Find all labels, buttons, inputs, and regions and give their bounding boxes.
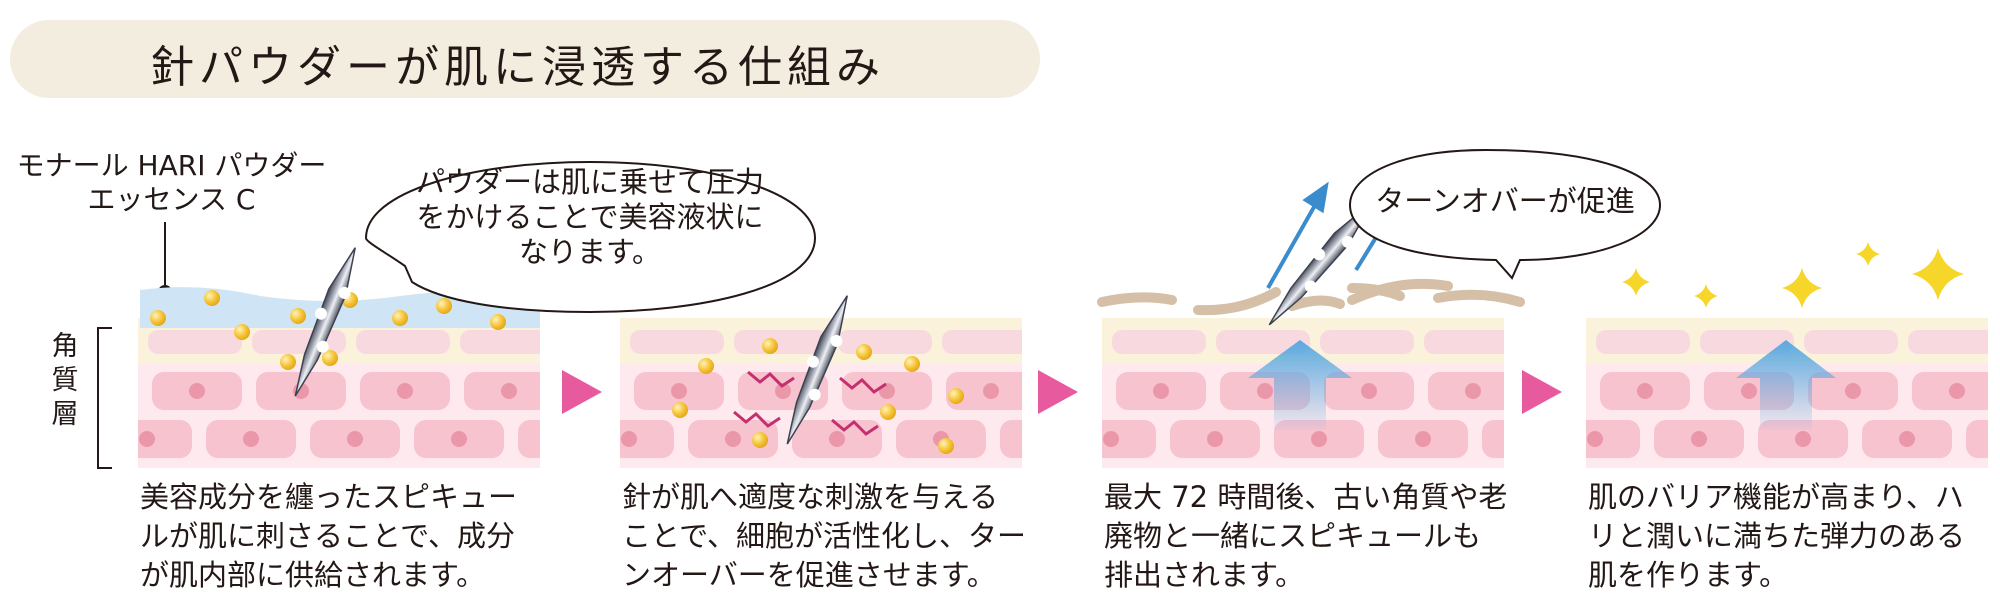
caption-step-4: 肌のバリア機能が高まり、ハリと潤いに満ちた弾力のある肌を作ります。 <box>1588 480 1966 592</box>
sparkles <box>1622 242 1964 308</box>
step-arrow-1 <box>562 370 602 414</box>
step-arrow-2 <box>1038 370 1078 414</box>
exfoliated-flakes <box>1097 278 1525 316</box>
stratum-corneum-label: 角質層 <box>51 331 79 430</box>
product-label-line1: モナール HARI パウダー <box>16 149 327 182</box>
caption-step-2: 針が肌へ適度な刺激を与えることで、細胞が活性化し、ターンオーバーを促進させます。 <box>622 480 1026 592</box>
stimulus-marks <box>733 370 887 436</box>
bubble-1-line1: パウダーは肌に乗せて圧力 <box>415 165 764 199</box>
speech-bubble-2 <box>1348 148 1662 280</box>
speech-bubble-1 <box>364 160 817 314</box>
turnover-arrow-3-shape <box>1248 340 1352 430</box>
step-arrow-3 <box>1522 370 1562 414</box>
skin-panel-3 <box>1102 318 1504 468</box>
product-label-line2: エッセンス C <box>87 183 256 216</box>
caption-step-1: 美容成分を纏ったスピキュールが肌に刺さることで、成分が肌内部に供給されます。 <box>140 480 518 592</box>
skin-panels <box>138 318 1988 468</box>
bubble-1-line2: をかけることで美容液状に <box>416 200 764 234</box>
page-title: 針パウダーが肌に浸透する仕組み <box>150 42 885 93</box>
caption-step-3: 最大 72 時間後、古い角質や老廃物と一緒にスピキュールも排出されます。 <box>1104 480 1508 592</box>
bubble-1-line3: なります。 <box>518 235 662 269</box>
stratum-bracket <box>97 327 112 469</box>
title-banner <box>10 20 1040 98</box>
bubble-2-text: ターンオバーが促進 <box>1375 184 1635 218</box>
turnover-arrow-4-shape <box>1736 340 1836 430</box>
